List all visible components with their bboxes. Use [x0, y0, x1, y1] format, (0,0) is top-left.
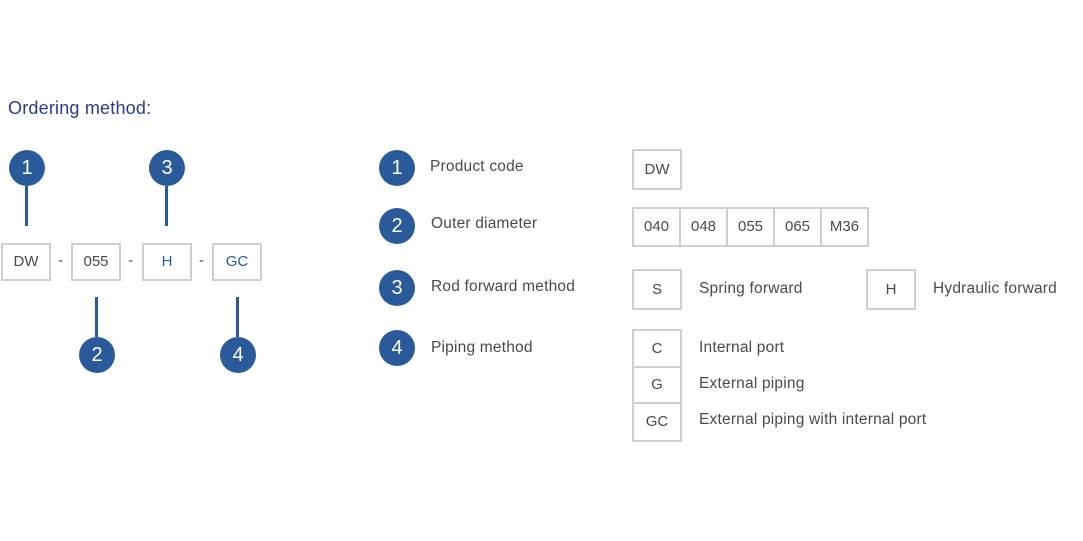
option-box: GC	[632, 402, 682, 442]
option-description: Hydraulic forward	[933, 280, 1057, 297]
option-box: C	[632, 329, 682, 368]
row-2-label: Outer diameter	[431, 215, 538, 232]
option-description: Internal port	[699, 339, 785, 356]
row-1-badge: 1	[379, 150, 415, 186]
option-description: Spring forward	[699, 280, 803, 297]
option-box: H	[866, 269, 916, 310]
marker-2-badge: 2	[79, 337, 115, 373]
code-separator: -	[128, 252, 133, 269]
code-segment-product: DW	[1, 243, 51, 281]
code-segment-rod-forward: H	[142, 243, 192, 281]
code-separator: -	[199, 252, 204, 269]
row-4-label: Piping method	[431, 339, 533, 356]
option-box: 055	[726, 207, 775, 247]
marker-3-badge: 3	[149, 150, 185, 186]
code-segment-diameter: 055	[71, 243, 121, 281]
code-separator: -	[58, 252, 63, 269]
marker-1-badge: 1	[9, 150, 45, 186]
marker-1-connector	[25, 186, 28, 226]
option-box: M36	[820, 207, 869, 247]
option-box: 065	[773, 207, 822, 247]
option-box: S	[632, 269, 682, 310]
row-3-badge: 3	[379, 270, 415, 306]
option-description: External piping	[699, 375, 805, 392]
row-1-label: Product code	[430, 158, 524, 175]
option-box: G	[632, 366, 682, 404]
marker-3-connector	[165, 186, 168, 226]
page-title: Ordering method:	[8, 98, 152, 118]
option-box: 040	[632, 207, 681, 247]
row-4-badge: 4	[379, 330, 415, 366]
option-box: 048	[679, 207, 728, 247]
option-box: DW	[632, 149, 682, 190]
marker-2-connector	[95, 297, 98, 337]
marker-4-badge: 4	[220, 337, 256, 373]
row-2-badge: 2	[379, 208, 415, 244]
row-3-label: Rod forward method	[431, 278, 576, 295]
option-description: External piping with internal port	[699, 411, 927, 428]
marker-4-connector	[236, 297, 239, 337]
code-segment-piping: GC	[212, 243, 262, 281]
